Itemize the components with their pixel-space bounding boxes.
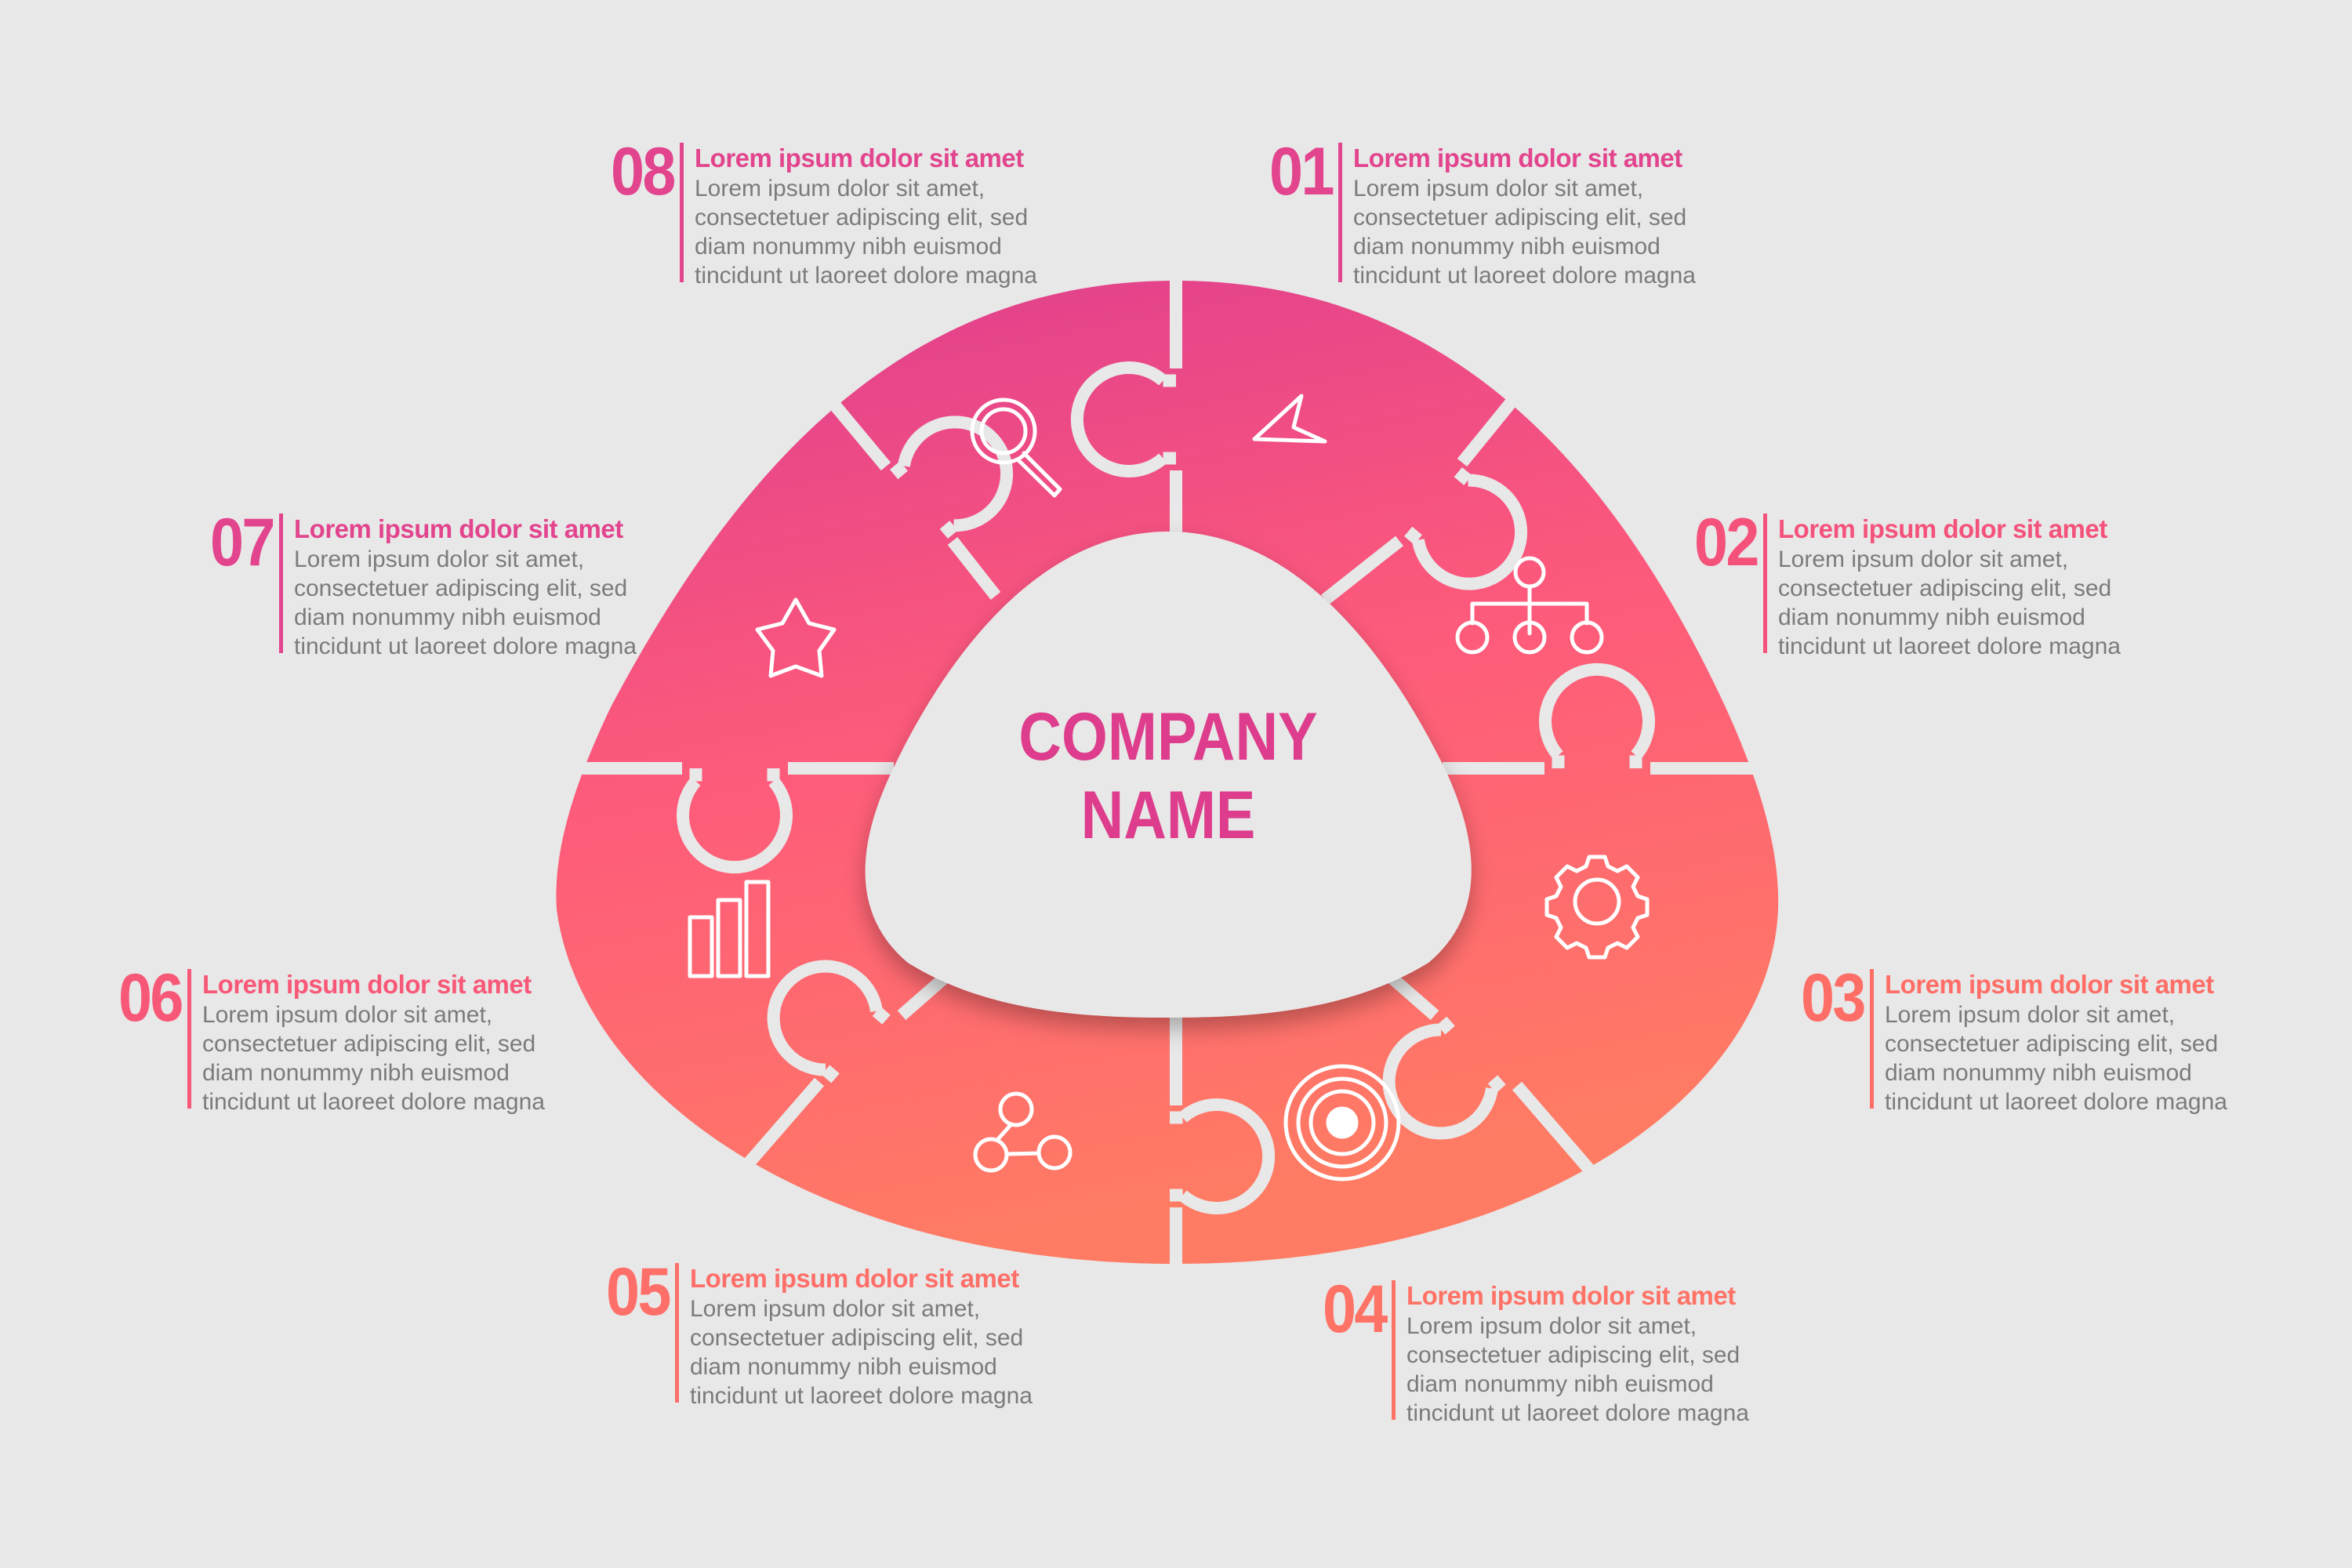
step-number: 01 <box>1269 134 1334 209</box>
star-icon <box>755 597 837 678</box>
step-description-line: Lorem ipsum dolor sit amet, <box>695 176 985 201</box>
step-description-line: tincidunt ut laoreet dolore magna <box>690 1383 1033 1409</box>
company-name-line1: COMPANY <box>1018 699 1318 775</box>
step-description-line: Lorem ipsum dolor sit amet, <box>294 546 585 572</box>
step-description-line: diam nonummy nibh euismod <box>695 234 1002 260</box>
hierarchy-icon <box>1455 556 1604 655</box>
step-description-line: tincidunt ut laoreet dolore magna <box>1885 1089 2227 1115</box>
step-description-line: tincidunt ut laoreet dolore magna <box>695 263 1037 289</box>
step-description-line: Lorem ipsum dolor sit amet, <box>1778 546 2069 572</box>
step-number: 06 <box>118 960 183 1036</box>
step-description-line: diam nonummy nibh euismod <box>1406 1371 1714 1397</box>
cursor-icon <box>1252 394 1327 444</box>
step-title: Lorem ipsum dolor sit amet <box>294 514 623 543</box>
step-description-line: consectetuer adipiscing elit, sed <box>1885 1031 2219 1057</box>
step-title: Lorem ipsum dolor sit amet <box>1406 1281 1736 1310</box>
step-description-line: diam nonummy nibh euismod <box>690 1354 997 1380</box>
step-description-line: diam nonummy nibh euismod <box>294 604 601 630</box>
step-description-line: tincidunt ut laoreet dolore magna <box>294 633 637 659</box>
target-icon <box>1283 1064 1401 1181</box>
step-description-line: Lorem ipsum dolor sit amet, <box>1885 1002 2176 1028</box>
step-description-line: consectetuer adipiscing elit, sed <box>294 575 628 601</box>
step-description-line: consectetuer adipiscing elit, sed <box>1778 575 2112 601</box>
segment-separators <box>564 267 1772 1278</box>
step-number: 02 <box>1694 505 1759 580</box>
step-number: 03 <box>1801 960 1866 1036</box>
company-name-line2: NAME <box>1080 778 1256 853</box>
step-description-line: consectetuer adipiscing elit, sed <box>1353 205 1687 230</box>
step-description-line: consectetuer adipiscing elit, sed <box>690 1325 1024 1351</box>
step-title: Lorem ipsum dolor sit amet <box>202 970 532 999</box>
step-number: 07 <box>210 505 275 580</box>
step-description-line: tincidunt ut laoreet dolore magna <box>1406 1400 1749 1426</box>
share-icon <box>973 1091 1073 1173</box>
step-title: Lorem ipsum dolor sit amet <box>1885 970 2214 999</box>
step-number: 08 <box>611 134 676 209</box>
step-description-line: diam nonummy nibh euismod <box>1353 234 1661 260</box>
step-title: Lorem ipsum dolor sit amet <box>1778 514 2107 543</box>
step-description-line: consectetuer adipiscing elit, sed <box>202 1031 536 1057</box>
step-description-line: tincidunt ut laoreet dolore magna <box>1778 633 2121 659</box>
gear-icon <box>1544 855 1650 960</box>
step-description-line: diam nonummy nibh euismod <box>1885 1060 2192 1086</box>
step-description-line: Lorem ipsum dolor sit amet, <box>1406 1313 1697 1339</box>
step-title: Lorem ipsum dolor sit amet <box>1353 143 1682 172</box>
magnifier-icon <box>970 397 1062 498</box>
step-description-line: Lorem ipsum dolor sit amet, <box>1353 176 1644 201</box>
step-title: Lorem ipsum dolor sit amet <box>695 143 1024 172</box>
bar-chart-icon <box>688 880 771 978</box>
step-description-line: diam nonummy nibh euismod <box>202 1060 510 1086</box>
center-blob <box>865 532 1472 1018</box>
step-description-line: Lorem ipsum dolor sit amet, <box>690 1296 981 1322</box>
company-name: COMPANY NAME <box>933 698 1403 855</box>
step-title: Lorem ipsum dolor sit amet <box>690 1264 1019 1293</box>
step-description-line: tincidunt ut laoreet dolore magna <box>1353 263 1696 289</box>
step-number: 04 <box>1323 1272 1388 1347</box>
step-description-line: diam nonummy nibh euismod <box>1778 604 2085 630</box>
step-description-line: consectetuer adipiscing elit, sed <box>1406 1342 1740 1368</box>
step-number: 05 <box>606 1254 671 1330</box>
step-description-line: consectetuer adipiscing elit, sed <box>695 205 1029 230</box>
step-description-line: Lorem ipsum dolor sit amet, <box>202 1002 493 1028</box>
step-description-line: tincidunt ut laoreet dolore magna <box>202 1089 545 1115</box>
